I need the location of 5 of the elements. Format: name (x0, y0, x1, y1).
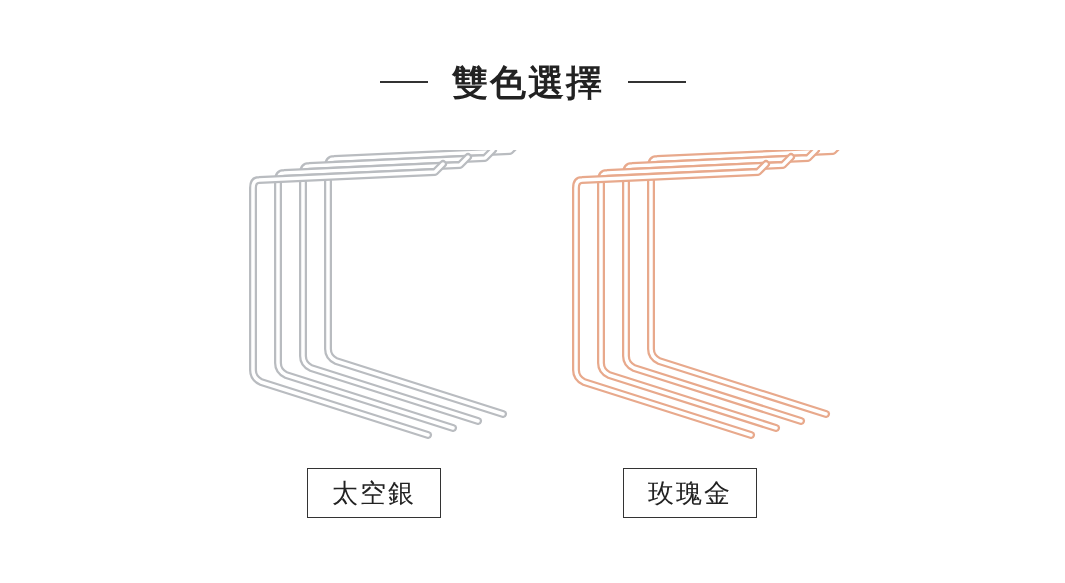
color-label: 玫瑰金 (648, 476, 732, 510)
color-label: 太空銀 (332, 476, 416, 510)
label-box (623, 468, 757, 518)
title: 雙色選擇 (451, 60, 604, 105)
label-box (307, 468, 441, 518)
